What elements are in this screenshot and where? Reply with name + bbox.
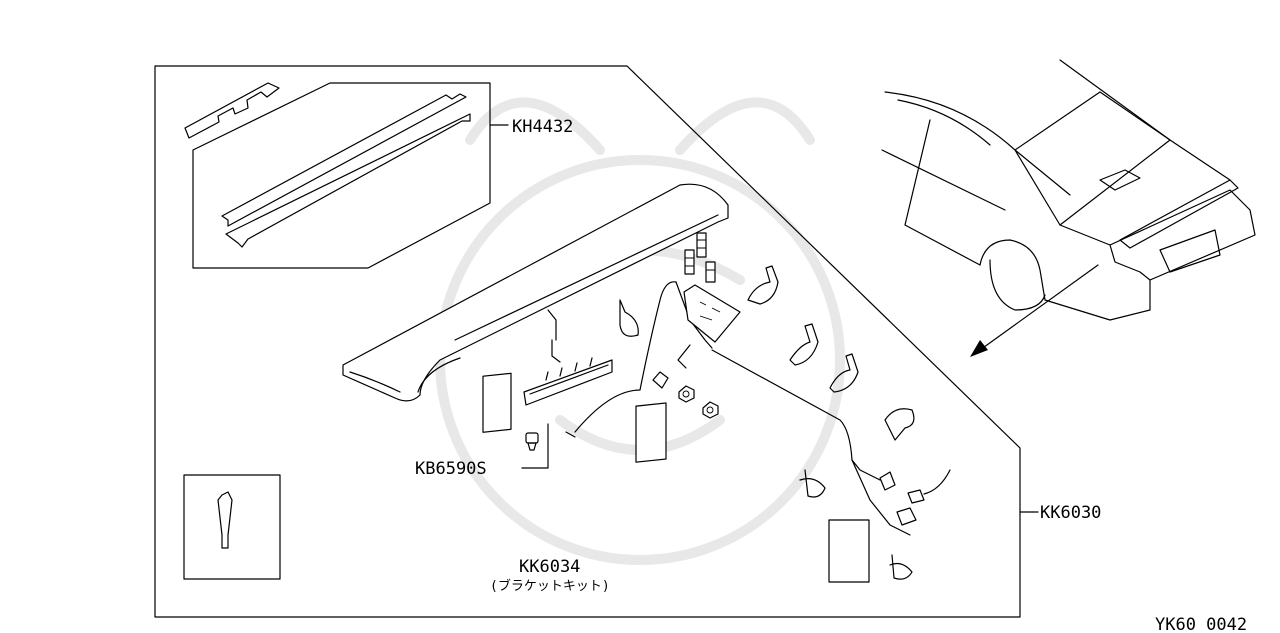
label-kk6030: KK6030 xyxy=(1040,503,1101,523)
kb6590s-screw xyxy=(521,423,549,469)
clip-inset xyxy=(183,474,281,580)
mounting-studs xyxy=(684,232,716,283)
label-kb6590s: KB6590S xyxy=(415,459,487,479)
cable-ties xyxy=(619,265,915,580)
foam-pad-3 xyxy=(828,519,870,583)
figure-id: YK60_0042 xyxy=(1155,615,1247,633)
label-kk6034: KK6034 xyxy=(519,557,580,577)
kh4432-inset xyxy=(184,82,509,269)
rear-spoiler xyxy=(342,183,729,402)
location-arrow xyxy=(970,264,1099,357)
label-kh4432: KH4432 xyxy=(512,117,573,137)
nuts xyxy=(678,385,719,419)
wiring-harness xyxy=(565,281,951,536)
foam-pad-2 xyxy=(635,402,667,463)
label-kk6034-sub: (ブラケットキット) xyxy=(490,578,610,594)
kit-boundary xyxy=(154,65,1021,618)
watermark-emblem xyxy=(435,97,845,565)
mounting-bracket xyxy=(683,284,741,343)
foam-pad-1 xyxy=(482,372,512,433)
high-mount-stop-lamp xyxy=(523,309,613,406)
vehicle-rear-view xyxy=(881,59,1256,321)
